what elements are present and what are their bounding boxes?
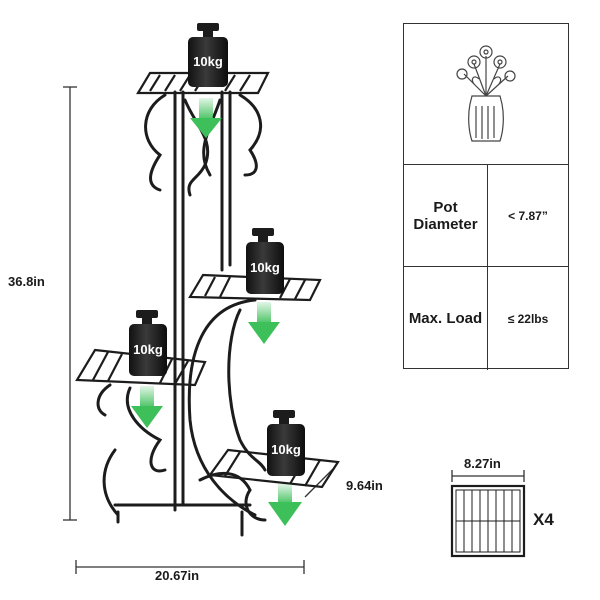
shelf-grid-icon: [450, 484, 526, 558]
shelf-size-label: 8.27in: [464, 456, 501, 471]
arrow-down-icon: [131, 386, 163, 428]
arrow-down-icon: [248, 302, 280, 344]
height-dimension-line: [63, 86, 77, 521]
weight-label: 10kg: [250, 260, 280, 275]
pot-diameter-label-text: Pot Diameter: [413, 198, 478, 233]
shelf-size-dimension-line: [451, 470, 525, 482]
flower-vase-icon: [456, 45, 516, 142]
weight-label: 10kg: [193, 54, 223, 69]
weight-label: 10kg: [271, 442, 301, 457]
weight-icon: [129, 310, 167, 376]
pot-diameter-row: Pot Diameter < 7.87”: [404, 164, 568, 266]
width-label: 20.67in: [155, 568, 200, 583]
arrow-down-icon: [268, 484, 302, 526]
pot-diameter-value: < 7.87”: [508, 208, 548, 223]
spec-table: Pot Diameter < 7.87” Max. Load ≤ 22lbs: [403, 23, 569, 370]
shelf-quantity-label: X4: [533, 510, 554, 529]
weight-icon: [246, 228, 284, 294]
weight-label: 10kg: [133, 342, 163, 357]
weight-icon: [188, 23, 228, 87]
max-load-row: Max. Load ≤ 22lbs: [404, 266, 568, 370]
shelf-left: [75, 348, 207, 387]
depth-dimension-line: [304, 466, 336, 498]
pot-diameter-label: Pot Diameter: [404, 165, 488, 266]
arrow-down-icon: [190, 98, 222, 138]
depth-label: 9.64in: [346, 478, 383, 493]
vase-cell: [404, 24, 568, 164]
stand-frame: [96, 90, 267, 537]
height-label: 36.8in: [8, 274, 45, 289]
width-dimension-line: [75, 560, 305, 574]
max-load-label: Max. Load: [404, 267, 488, 370]
weight-icon: [267, 410, 305, 476]
max-load-value: ≤ 22lbs: [507, 311, 549, 326]
